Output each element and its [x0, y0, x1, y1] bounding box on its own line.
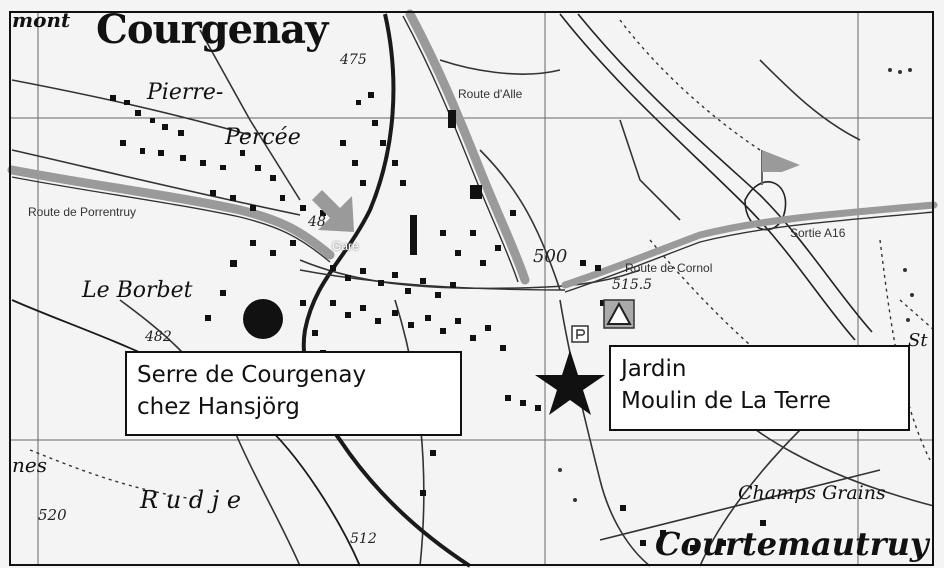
place-label-champs-grains: Champs Grains	[738, 482, 886, 504]
place-label-courtemautruy: Courtemautruy	[655, 525, 929, 563]
place-label-rudje: R u d j e	[140, 486, 242, 514]
place-label-st: St	[908, 330, 928, 351]
place-label-percee: Percée	[225, 125, 301, 150]
altitude-48x: 48	[308, 214, 326, 230]
road-label-cornol: Route de Cornol	[625, 261, 713, 275]
callout-jardin-moulin: Jardin Moulin de La Terre	[609, 345, 910, 431]
place-label-courgenay: Courgenay	[96, 6, 328, 53]
altitude-520: 520	[38, 506, 67, 524]
road-label-sortie-a16: Sortie A16	[790, 226, 846, 240]
place-label-pierre: Pierre-	[147, 80, 224, 105]
jardin-marker-star	[535, 350, 605, 415]
callout-serre-de-courgenay: Serre de Courgenay chez Hansjörg	[125, 351, 462, 436]
altitude-475: 475	[340, 52, 367, 68]
road-label-porrentruy: Route de Porrentruy	[28, 205, 137, 219]
camping-icon	[603, 299, 635, 329]
gare-arrow-icon	[312, 190, 354, 232]
road-edges	[11, 15, 935, 293]
altitude-512: 512	[350, 531, 377, 547]
footpaths	[29, 19, 935, 501]
motorway-a16	[559, 13, 873, 341]
place-label-nes: nes	[12, 453, 47, 477]
place-label-mont: mont	[12, 8, 71, 32]
altitude-515: 515.5	[612, 277, 653, 293]
map-grid	[10, 12, 934, 566]
callout-jardin-line2: Moulin de La Terre	[621, 388, 831, 414]
callout-serre-line1: Serre de Courgenay	[137, 362, 367, 388]
parking-icon	[571, 325, 589, 343]
altitude-482: 482	[145, 329, 172, 345]
altitude-500: 500	[533, 246, 568, 267]
road-label-gare: Gare	[332, 239, 359, 253]
flag-icon	[761, 150, 800, 185]
serre-marker	[243, 299, 283, 339]
main-roads	[7, 9, 938, 289]
callout-jardin-line1: Jardin	[621, 356, 687, 382]
place-label-le-borbet: Le Borbet	[82, 278, 193, 303]
callout-serre-line2: chez Hansjörg	[137, 394, 300, 420]
railway	[11, 13, 472, 568]
road-label-alle: Route d'Alle	[458, 87, 523, 101]
buildings	[110, 92, 766, 551]
